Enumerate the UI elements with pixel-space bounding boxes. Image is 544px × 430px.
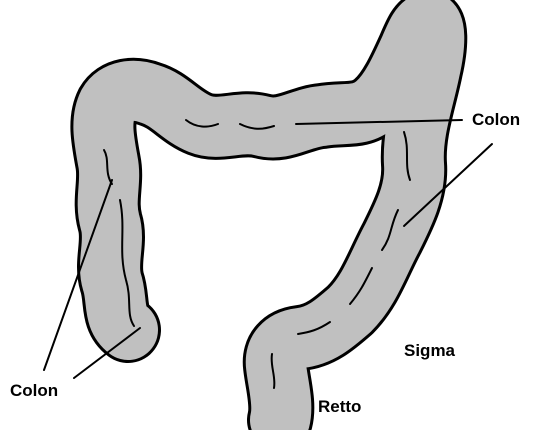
colon-fill — [103, 22, 434, 420]
label-colon-lower: Colon — [10, 381, 58, 400]
colon-shape — [103, 22, 434, 420]
label-sigma: Sigma — [404, 341, 456, 360]
label-colon-upper: Colon — [472, 110, 520, 129]
label-retto: Retto — [318, 397, 361, 416]
